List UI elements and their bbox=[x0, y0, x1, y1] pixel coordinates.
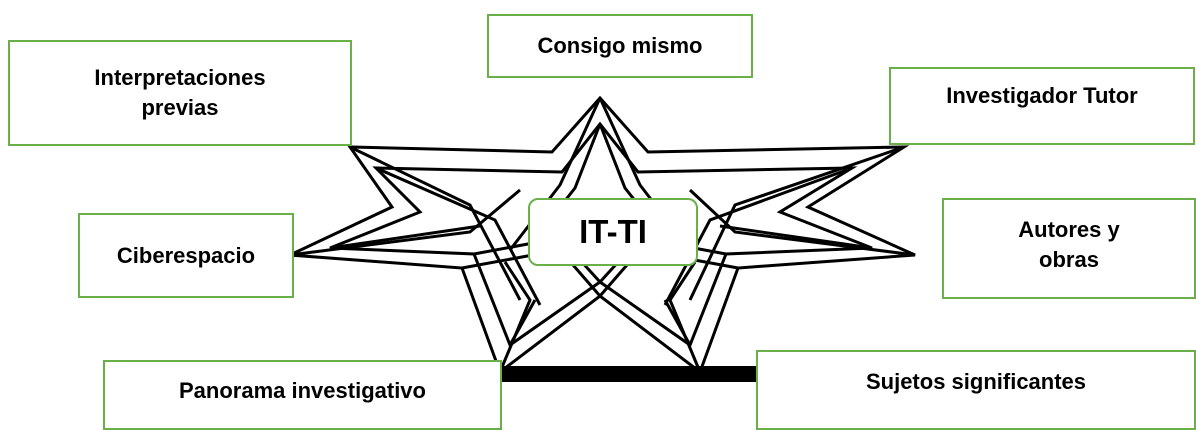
node-autores-label: Autores y obras bbox=[1018, 215, 1119, 275]
node-center-label: IT-TI bbox=[579, 213, 647, 250]
node-consigo-mismo: Consigo mismo bbox=[487, 14, 753, 78]
node-ciberespacio: Ciberespacio bbox=[78, 213, 294, 298]
node-consigo-label: Consigo mismo bbox=[537, 33, 703, 58]
node-panorama-investigativo: Panorama investigativo bbox=[103, 360, 502, 430]
node-investigador-tutor: Investigador Tutor bbox=[889, 67, 1195, 145]
node-interpretaciones-line-2: previas bbox=[141, 95, 219, 120]
node-sujetos-label: Sujetos significantes bbox=[865, 369, 1087, 394]
node-autores-line-2: obras bbox=[1039, 246, 1099, 272]
node-panorama-label: Panorama investigativo bbox=[179, 378, 426, 403]
node-interpretaciones-previas: Interpretaciones previas bbox=[8, 40, 352, 146]
node-investigador-label: Investigador Tutor bbox=[946, 83, 1138, 108]
node-interpretaciones-label: Interpretaciones previas bbox=[94, 63, 265, 123]
node-sujetos-significantes: Sujetos significantes bbox=[756, 350, 1196, 430]
node-center-it-ti: IT-TI bbox=[528, 198, 698, 266]
node-interpretaciones-line-1: Interpretaciones bbox=[94, 65, 266, 90]
connector-bar bbox=[500, 366, 758, 382]
node-autores-line-1: Autores y bbox=[1018, 216, 1120, 242]
node-ciberespacio-label: Ciberespacio bbox=[116, 242, 256, 268]
node-autores-y-obras: Autores y obras bbox=[942, 198, 1196, 299]
